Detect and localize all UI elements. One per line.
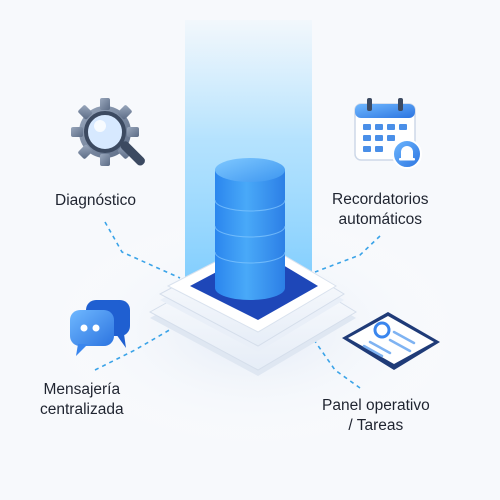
cylinder-top <box>215 158 285 182</box>
chat-bubbles-icon <box>70 300 130 356</box>
magnifier-gear-icon <box>71 98 145 166</box>
label-line: Recordatorios <box>332 191 429 208</box>
label-line: / Tareas <box>348 417 404 434</box>
dashboard-panel-icon <box>342 312 440 370</box>
label-line: centralizada <box>40 401 124 418</box>
label-line: Diagnóstico <box>55 192 136 209</box>
cylinder-rings <box>214 199 286 264</box>
calendar-reminder-icon <box>354 98 422 169</box>
data-cylinder <box>214 158 286 300</box>
label-mensajeria: Mensajería centralizada <box>40 380 124 420</box>
connector-recordatorios <box>314 235 381 273</box>
cylinder-body <box>215 170 285 300</box>
label-line: automáticos <box>338 211 423 228</box>
label-diagnostico: Diagnóstico <box>55 191 136 211</box>
connector-diagnostico <box>104 221 181 279</box>
label-line: Mensajería <box>43 381 121 398</box>
label-line: Panel operativo <box>322 397 430 414</box>
label-panel: Panel operativo / Tareas <box>322 396 430 436</box>
label-recordatorios: Recordatorios automáticos <box>332 190 429 230</box>
